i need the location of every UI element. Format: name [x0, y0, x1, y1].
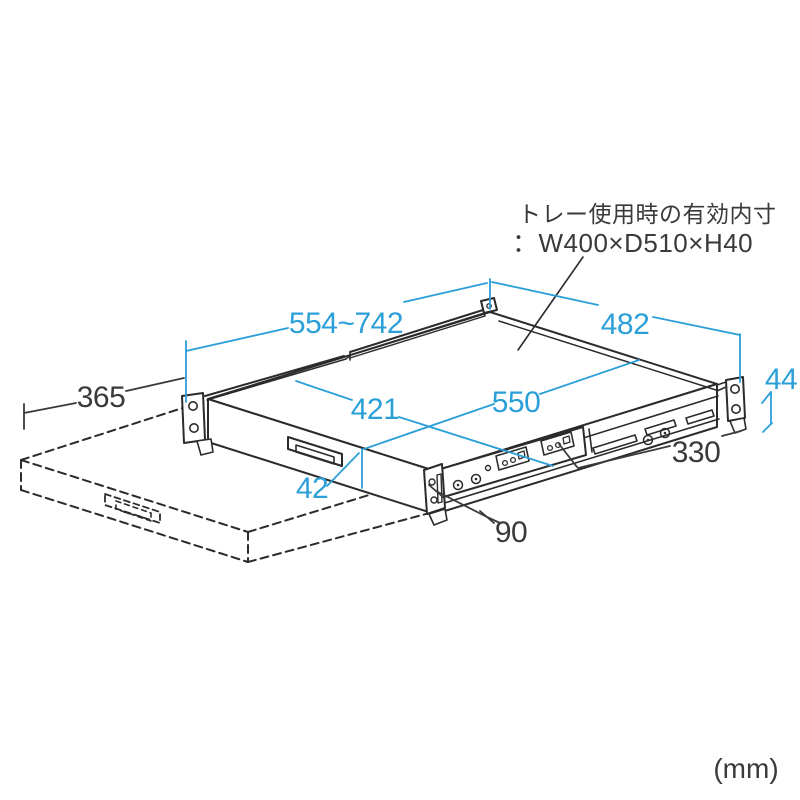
dim-inner-width-line	[398, 416, 554, 467]
right-bracket-foot	[729, 417, 747, 434]
dimension-lines-cyan	[185, 278, 773, 489]
dashed-front-top-edge	[20, 459, 249, 533]
rail-screw	[659, 427, 671, 439]
dashed-handle-detail	[123, 511, 135, 516]
front-bracket-hole	[428, 478, 436, 486]
dim-width-range-line	[403, 282, 488, 303]
left-rail-step2	[345, 355, 351, 360]
dim-label-depth: 482	[601, 308, 650, 341]
dim-front-offset-line	[435, 490, 488, 518]
dim-front-offset-tick	[479, 510, 495, 524]
dim-depth-line	[491, 281, 599, 306]
dim-slide-depth-line	[23, 402, 77, 414]
dim-rail-length-ext	[558, 443, 578, 468]
front-rail-screw	[452, 479, 464, 491]
unit-label: (mm)	[713, 753, 778, 784]
right-mounting-bracket	[725, 376, 746, 422]
front-rail-screw-center	[474, 477, 478, 481]
latch-hole	[501, 459, 509, 467]
dim-front-offset-tick	[428, 484, 444, 498]
dim-label-inner-width: 421	[351, 393, 400, 426]
handle-recess-inner	[295, 444, 335, 465]
dim-inner-depth-line	[539, 359, 640, 395]
tray-body	[181, 256, 747, 526]
dimension-labels-cyan: 554~742 482 44 421 550 42	[289, 307, 798, 505]
dim-label-bracket-height: 44	[765, 363, 797, 396]
left-bracket-hole	[189, 422, 200, 433]
dashed-handle-recess-outer	[104, 493, 161, 524]
right-bracket-link-top	[716, 381, 727, 386]
left-rail-lower-edge	[204, 355, 345, 397]
front-rail-screw	[470, 473, 482, 485]
dashed-front-bottom-edge	[20, 489, 249, 563]
left-rail-upper-edge	[349, 309, 484, 353]
dim-inner-width-line	[295, 380, 353, 401]
right-bracket-link-bottom	[716, 386, 727, 392]
right-bracket-hole	[730, 403, 741, 414]
rail-screw	[642, 434, 654, 446]
dim-label-inner-depth: 550	[492, 386, 541, 419]
slide-rail-seam	[588, 428, 593, 453]
dim-width-range-line	[185, 327, 289, 352]
dimension-labels-black: 365 330 90 (mm) トレー使用時の有効内寸 ：W400×D510×H…	[77, 201, 779, 784]
dashed-rear-left-edge	[20, 403, 196, 461]
dim-label-width-range: 554~742	[289, 307, 403, 340]
latch-hole	[546, 444, 554, 452]
rail-slot	[644, 419, 677, 436]
dim-rail-length-line	[721, 430, 742, 437]
dim-rail-length-line	[577, 445, 671, 469]
handle-recess-outer	[287, 436, 343, 467]
left-rail-upper-mid	[349, 312, 485, 356]
annotation-line2: ：W400×D510×H40	[512, 228, 753, 258]
dim-label-front-offset: 90	[495, 516, 527, 549]
dim-label-slide-depth: 365	[77, 381, 126, 414]
rear-tab-hole	[486, 303, 492, 309]
left-bracket-foot	[196, 438, 214, 456]
front-bracket-foot	[428, 508, 448, 526]
dashed-side-bottom-edge	[247, 507, 449, 563]
rail-screw-center	[646, 438, 650, 442]
annotation-line1: トレー使用時の有効内寸	[518, 201, 777, 227]
rail-latch-plate	[540, 431, 575, 456]
dashed-handle-detail	[138, 515, 148, 520]
dim-label-front-height: 42	[296, 472, 328, 505]
latch-slot	[562, 435, 571, 445]
rail-latch-plate	[495, 446, 530, 471]
dim-inner-depth-line	[363, 403, 495, 450]
dim-depth-line	[652, 316, 741, 336]
front-rail-screw-center	[456, 483, 460, 487]
front-bracket-hole	[430, 496, 438, 504]
dim-bracket-height-tick-bottom	[762, 422, 773, 433]
left-rail-lower-edge2	[206, 358, 347, 401]
side-rail-bottom-seam	[437, 418, 720, 506]
left-bracket-hole	[188, 400, 199, 411]
front-bracket-slot	[436, 473, 443, 504]
dim-label-rail-length: 330	[672, 436, 721, 469]
dimension-lines-black	[23, 377, 742, 524]
rear-right-edge-lip	[498, 320, 717, 391]
dashed-handle-recess-inner	[115, 500, 152, 522]
dim-bracket-height-tick-top	[761, 391, 772, 404]
rail-slot	[685, 409, 715, 425]
left-rail-upper-bottom	[349, 315, 486, 359]
rear-corner-tab	[480, 297, 498, 314]
dim-front-height-leader	[326, 452, 360, 487]
annotation-leader-line	[517, 256, 584, 351]
dim-slide-depth-line	[125, 377, 185, 392]
latch-hole	[509, 456, 517, 464]
rail-slot	[592, 434, 638, 455]
rail-screw-center	[663, 431, 667, 435]
rail-pin	[484, 464, 492, 472]
right-bracket-hole	[729, 383, 740, 394]
